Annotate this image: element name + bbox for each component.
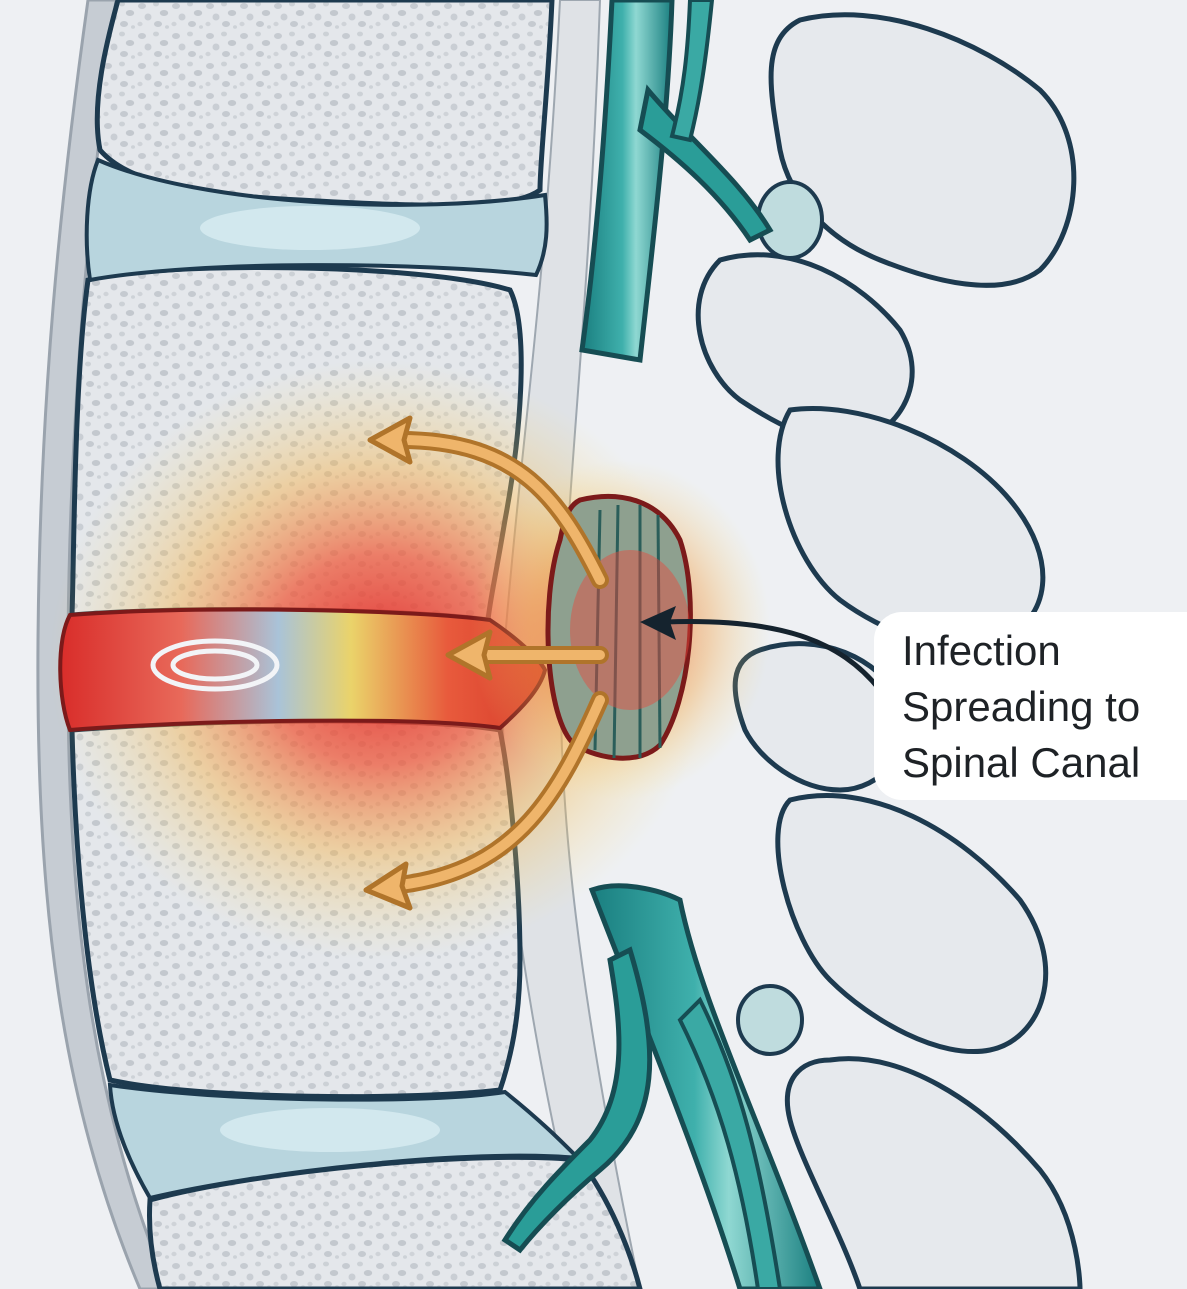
annotation-line-3: Spinal Canal xyxy=(902,738,1140,788)
annotation-line-1: Infection xyxy=(902,626,1061,676)
annotation-line-2: Spreading to xyxy=(902,682,1140,732)
